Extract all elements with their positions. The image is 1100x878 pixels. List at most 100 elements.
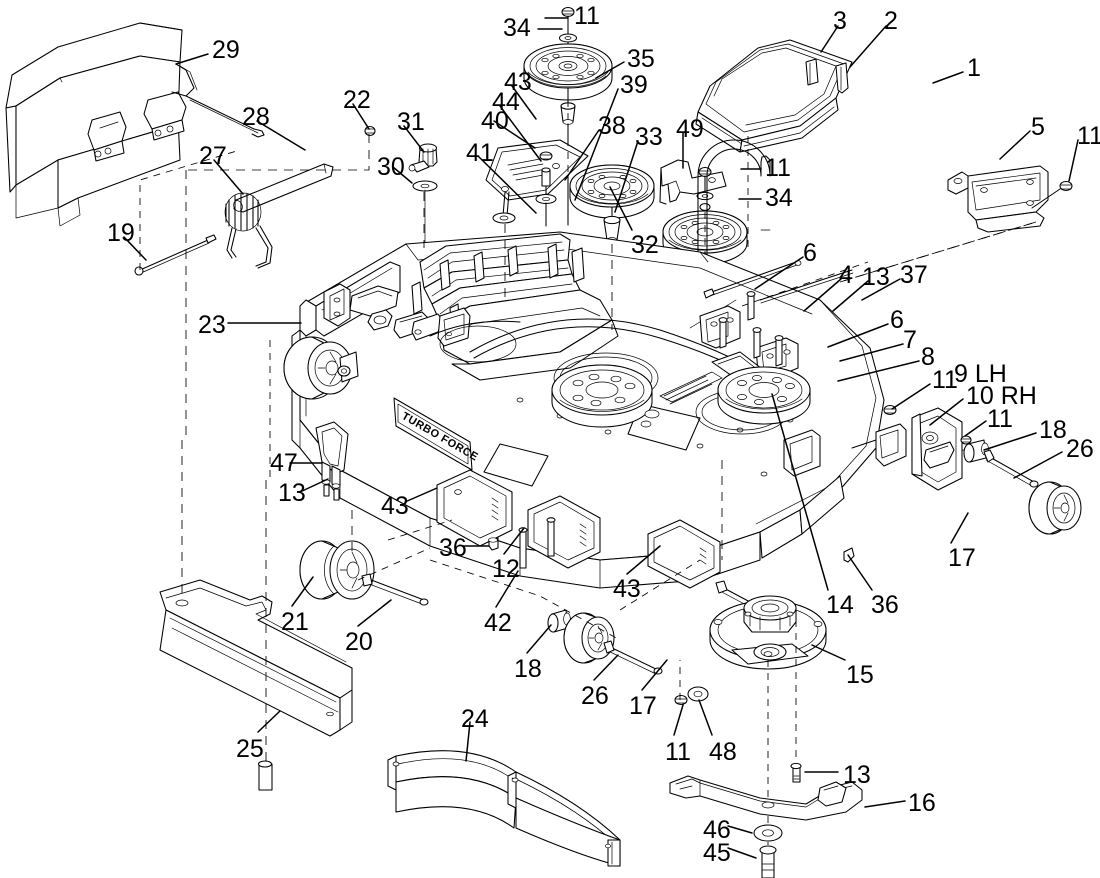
callout-6: 6 bbox=[890, 306, 904, 334]
part-11-nut-caster-2 bbox=[960, 435, 972, 445]
callout-25: 25 bbox=[236, 735, 264, 763]
callout-10-rh: 10 RH bbox=[966, 382, 1037, 410]
callout-13: 13 bbox=[843, 761, 871, 789]
callout-16: 16 bbox=[908, 789, 936, 817]
callout-47: 47 bbox=[270, 449, 298, 477]
part-25-skid-bar bbox=[159, 440, 353, 791]
part-26-wheel-right bbox=[1028, 481, 1082, 535]
part-34-washer-top bbox=[558, 33, 578, 43]
callout-11: 11 bbox=[1077, 122, 1100, 150]
callout-43: 43 bbox=[504, 68, 532, 96]
part-34-washer-right bbox=[696, 191, 714, 201]
part-36-screws bbox=[488, 537, 499, 551]
callout-32: 32 bbox=[631, 231, 659, 259]
part-21-roller bbox=[299, 540, 375, 600]
callout-37: 37 bbox=[900, 261, 928, 289]
deck-decals bbox=[663, 375, 713, 405]
callout-28: 28 bbox=[242, 103, 270, 131]
part-29-deflector-cover bbox=[5, 22, 265, 227]
callout-13: 13 bbox=[862, 263, 890, 291]
part-18-bushing-right bbox=[963, 439, 989, 463]
part-17-axle-bolt-right bbox=[983, 449, 1039, 488]
callout-21: 21 bbox=[281, 608, 309, 636]
callout-31: 31 bbox=[397, 108, 425, 136]
callout-17: 17 bbox=[629, 692, 657, 720]
part-19-rod bbox=[134, 234, 217, 276]
callout-3: 3 bbox=[833, 7, 847, 35]
callout-9-lh: 9 LH bbox=[954, 360, 1007, 388]
callout-49: 49 bbox=[676, 115, 704, 143]
callout-22: 22 bbox=[343, 86, 371, 114]
callout-24: 24 bbox=[461, 705, 489, 733]
callout-30: 30 bbox=[377, 153, 405, 181]
part-24-rear-baffle bbox=[387, 750, 621, 867]
callout-13: 13 bbox=[278, 479, 306, 507]
part-13-bolt-blade bbox=[790, 762, 802, 783]
callout-17: 17 bbox=[948, 544, 976, 572]
callout-45: 45 bbox=[703, 839, 731, 867]
part-28-tube bbox=[233, 163, 334, 213]
callout-8: 8 bbox=[921, 343, 935, 371]
callout-34: 34 bbox=[765, 184, 793, 212]
callout-23: 23 bbox=[198, 311, 226, 339]
part-11-nut-bottom bbox=[674, 694, 688, 706]
callout-34: 34 bbox=[503, 14, 531, 42]
part-11-nut-caster bbox=[883, 404, 897, 416]
callout-36: 36 bbox=[871, 591, 899, 619]
callout-43: 43 bbox=[381, 492, 409, 520]
callout-5: 5 bbox=[1031, 113, 1045, 141]
callout-33: 33 bbox=[635, 123, 663, 151]
callout-48: 48 bbox=[709, 738, 737, 766]
part-22-bolt bbox=[364, 125, 376, 137]
part-48-washer bbox=[687, 686, 709, 702]
callout-11: 11 bbox=[574, 2, 600, 30]
callout-18: 18 bbox=[1039, 416, 1067, 444]
part-45-bolt-blade bbox=[759, 845, 777, 878]
callout-35: 35 bbox=[627, 45, 655, 73]
part-46-washer-blade bbox=[753, 824, 783, 842]
part-23-caster-wheel bbox=[283, 336, 359, 400]
callout-11: 11 bbox=[932, 366, 958, 394]
callout-43: 43 bbox=[613, 575, 641, 603]
callout-7: 7 bbox=[903, 326, 917, 354]
part-17-axle-bolt-center bbox=[603, 640, 663, 675]
callout-4: 4 bbox=[839, 261, 853, 289]
callout-38: 38 bbox=[598, 112, 626, 140]
part-11-nut-top bbox=[561, 6, 575, 18]
deck-right-pulley bbox=[717, 366, 811, 425]
part-18-bushing-center bbox=[547, 609, 571, 633]
callout-20: 20 bbox=[345, 628, 373, 656]
callout-15: 15 bbox=[846, 661, 874, 689]
part-7-posts bbox=[718, 291, 784, 367]
callout-18: 18 bbox=[514, 655, 542, 683]
deck-center-pulley bbox=[551, 364, 660, 428]
callout-11: 11 bbox=[665, 738, 691, 766]
callout-42: 42 bbox=[484, 609, 512, 637]
callout-36: 36 bbox=[439, 534, 467, 562]
part-43-bracket-left bbox=[436, 469, 513, 547]
callout-11: 11 bbox=[765, 154, 791, 182]
callout-12: 12 bbox=[492, 555, 520, 583]
callout-44: 44 bbox=[492, 88, 520, 116]
part-5-bracket bbox=[947, 165, 1049, 233]
part-26-wheel-center bbox=[563, 612, 615, 664]
callout-26: 26 bbox=[1066, 435, 1094, 463]
callout-14: 14 bbox=[826, 591, 854, 619]
part-27-spring bbox=[224, 192, 273, 269]
callout-40: 40 bbox=[481, 107, 509, 135]
callout-27: 27 bbox=[199, 142, 227, 170]
part-11-nut-right bbox=[698, 166, 712, 178]
callout-2: 2 bbox=[884, 7, 898, 35]
part-30-washer bbox=[412, 180, 438, 251]
part-31-knob bbox=[408, 143, 438, 173]
part-43-bracket-mid bbox=[527, 495, 601, 569]
part-49-belt-guide bbox=[659, 159, 727, 205]
part-11-nut-bracket bbox=[1059, 180, 1073, 192]
callout-6: 6 bbox=[803, 239, 817, 267]
callout-26: 26 bbox=[581, 682, 609, 710]
callout-29: 29 bbox=[212, 36, 240, 64]
callout-46: 46 bbox=[703, 816, 731, 844]
callout-1: 1 bbox=[967, 54, 981, 82]
